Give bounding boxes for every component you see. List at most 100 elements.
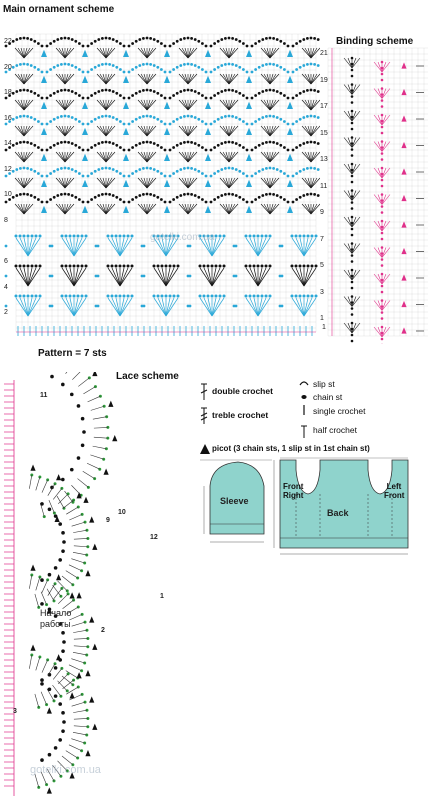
chain-stitch-mark (115, 65, 119, 69)
chain-stitch-mark (97, 64, 101, 67)
chain-stitch-mark (234, 304, 238, 308)
chain-stitch-mark (37, 42, 40, 45)
chain-stitch-mark (279, 39, 283, 43)
chain-stitch-mark (283, 172, 286, 175)
chain-stitch-mark (380, 311, 384, 314)
chain-stitch-mark (275, 168, 279, 171)
picot-mark (164, 75, 170, 83)
stitch-mark (53, 668, 63, 680)
chain-stitch-mark (119, 120, 122, 123)
chain-stitch-mark (302, 142, 306, 145)
chain-stitch-mark (268, 140, 272, 144)
chain-stitch-mark (8, 68, 12, 71)
picot-mark (92, 643, 98, 650)
stitch-mark (35, 576, 41, 591)
chain-stitch-mark (90, 68, 93, 71)
chain-stitch-mark (190, 166, 194, 170)
chain-stitch-mark (97, 142, 101, 145)
chain-stitch-mark (81, 122, 85, 126)
chain-stitch-mark (26, 294, 30, 298)
chain-stitch-mark (224, 192, 227, 196)
stitch-mark (307, 177, 312, 189)
legend-chain-st: chain st (313, 392, 343, 402)
chain-stitch-mark (202, 294, 206, 298)
chain-stitch-mark (220, 142, 224, 145)
chain-stitch-mark (134, 169, 138, 173)
stitch-mark (260, 99, 271, 111)
chain-stitch-mark (202, 264, 206, 268)
stitch-mark (343, 190, 353, 201)
chain-stitch-mark (63, 166, 67, 170)
stitch-mark (102, 151, 107, 163)
stitch-mark (295, 297, 305, 317)
stitch-mark (303, 297, 313, 317)
stitch-mark (58, 177, 66, 189)
chain-stitch-mark (193, 168, 197, 171)
chain-stitch-mark (131, 198, 135, 201)
stitch-mark (257, 237, 267, 257)
chain-stitch-mark (298, 169, 302, 173)
stitch-mark (73, 638, 88, 640)
stitch-mark (56, 495, 65, 509)
chain-stitch-mark (83, 620, 87, 624)
stitch-mark (73, 718, 88, 720)
stitch-mark (351, 216, 361, 228)
stitch-mark (257, 267, 271, 287)
stitch-mark (222, 203, 230, 215)
chain-stitch-mark (4, 148, 8, 152)
fan-band (4, 36, 320, 215)
chain-stitch-mark (122, 234, 126, 238)
stitch-mark (343, 216, 353, 228)
chain-stitch-mark (93, 195, 97, 199)
chain-stitch-mark (122, 122, 126, 126)
chain-stitch-mark (93, 385, 97, 389)
stitch-mark (299, 267, 305, 287)
chain-stitch-mark (78, 68, 81, 71)
chain-stitch-mark (168, 174, 172, 178)
chain-stitch-mark (224, 62, 227, 66)
chain-stitch-mark (40, 96, 44, 100)
chain-stitch-mark (76, 294, 80, 298)
stitch-mark (181, 73, 189, 85)
binding-grid (327, 47, 428, 337)
stitch-mark (105, 47, 110, 59)
chain-stitch-mark (257, 65, 261, 69)
picot-mark (401, 274, 407, 281)
chain-stitch-mark (78, 120, 81, 123)
stitch-mark (304, 151, 312, 163)
chain-stitch-mark (93, 65, 97, 69)
chain-stitch-mark (272, 114, 275, 118)
stitch-mark (64, 151, 69, 163)
stitch-mark (146, 99, 157, 111)
stitch-mark (61, 755, 74, 766)
stitch-mark (307, 203, 312, 215)
chain-stitch-mark (238, 169, 242, 173)
chain-stitch-mark (298, 143, 302, 147)
picot-mark (401, 141, 407, 149)
binding-row-number: 3 (320, 288, 324, 296)
picot-mark (164, 179, 170, 187)
chain-stitch-mark (275, 64, 279, 67)
chain-stitch-mark (80, 443, 85, 448)
chain-stitch-mark (227, 36, 231, 40)
chain-stitch-mark (183, 62, 186, 66)
chain-stitch-mark (152, 90, 156, 93)
chain-stitch-mark (106, 436, 110, 440)
chain-stitch-mark (209, 148, 213, 152)
chain-stitch-mark (380, 184, 384, 188)
stitch-mark (303, 237, 317, 257)
stitch-mark (307, 125, 312, 137)
chain-stitch-mark (104, 88, 108, 92)
chain-stitch-mark (186, 192, 190, 196)
chain-stitch-mark (26, 192, 29, 196)
chain-stitch-mark (81, 200, 85, 204)
chain-stitch-mark (265, 140, 268, 144)
chain-stitch-mark (85, 708, 89, 712)
chain-stitch-mark (40, 174, 44, 178)
stitch-mark (203, 237, 213, 257)
chain-stitch-mark (53, 514, 58, 518)
stitch-mark (303, 297, 309, 317)
chain-stitch-mark (380, 237, 384, 241)
stitch-mark (137, 125, 148, 137)
stitch-mark (310, 99, 320, 111)
